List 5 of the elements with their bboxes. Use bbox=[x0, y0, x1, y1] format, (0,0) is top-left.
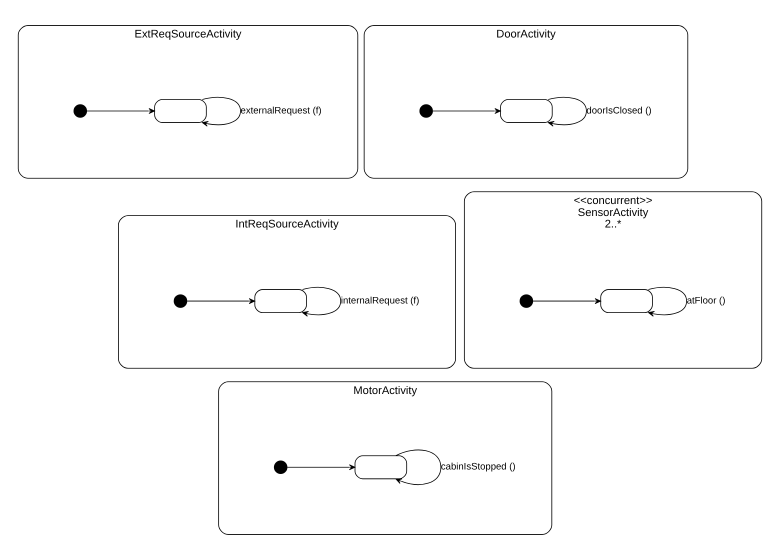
edge-label: cabinIsStopped () bbox=[440, 461, 516, 472]
edge-label: atFloor () bbox=[686, 295, 726, 306]
edge-label: doorIsClosed () bbox=[586, 104, 652, 116]
edge-label: externalRequest (f) bbox=[240, 104, 322, 116]
edge-label: internalRequest (f) bbox=[340, 295, 420, 306]
